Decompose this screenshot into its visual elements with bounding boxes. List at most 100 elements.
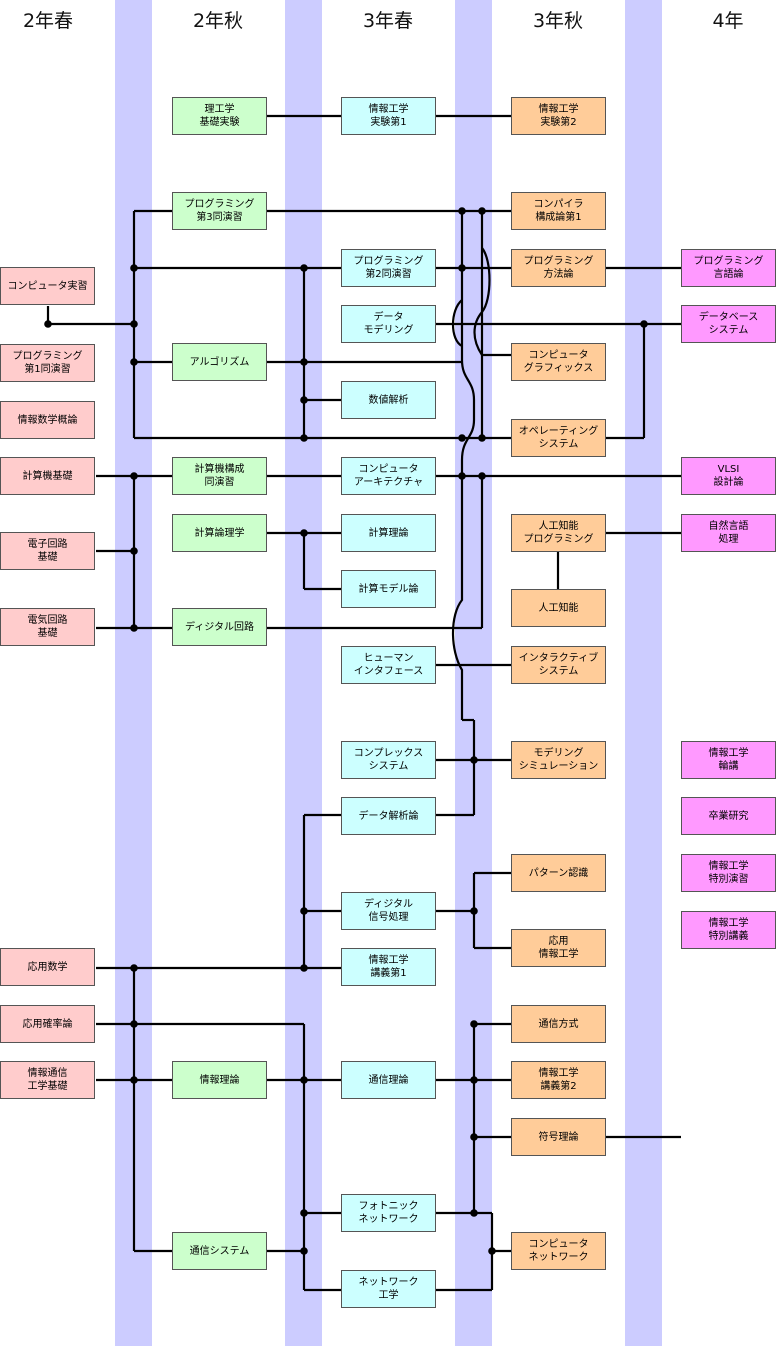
course-c4[interactable]: 数値解析 (341, 381, 436, 419)
course-g2[interactable]: プログラミング 第3同演習 (172, 192, 267, 230)
course-c8[interactable]: ヒューマン インタフェース (341, 646, 436, 684)
course-label: 電子回路 基礎 (27, 539, 68, 563)
course-c7[interactable]: 計算モデル論 (341, 570, 436, 608)
course-p6[interactable]: 電気回路 基礎 (0, 608, 95, 646)
course-p3[interactable]: 情報数学概論 (0, 401, 95, 439)
course-label: データ解析論 (358, 810, 419, 822)
course-p2[interactable]: プログラミング 第1同演習 (0, 344, 95, 382)
course-c1[interactable]: 情報工学 実験第1 (341, 97, 436, 135)
course-o13[interactable]: 情報工学 講義第2 (511, 1061, 606, 1099)
junction-dot-0 (44, 320, 52, 328)
course-label: 情報通信 工学基礎 (27, 1068, 68, 1092)
course-o5[interactable]: オペレーティング システム (511, 419, 606, 457)
junction-dot-14 (130, 472, 138, 480)
course-label: 通信方式 (538, 1018, 579, 1030)
course-p5[interactable]: 電子回路 基礎 (0, 532, 95, 570)
course-g5[interactable]: 計算論理学 (172, 514, 267, 552)
course-m7[interactable]: 情報工学 特別演習 (681, 854, 776, 892)
course-o10[interactable]: パターン認識 (511, 854, 606, 892)
connector-curve-3 (452, 460, 464, 700)
course-m2[interactable]: データベース システム (681, 305, 776, 343)
course-o7[interactable]: 人工知能 (511, 589, 606, 627)
course-g8[interactable]: 通信システム (172, 1232, 267, 1270)
course-label: 情報数学概論 (17, 414, 78, 426)
course-g3[interactable]: アルゴリズム (172, 343, 267, 381)
course-o3[interactable]: プログラミング 方法論 (511, 249, 606, 287)
course-c11[interactable]: ディジタル 信号処理 (341, 892, 436, 930)
course-c3[interactable]: データ モデリング (341, 305, 436, 343)
course-m4[interactable]: 自然言語 処理 (681, 514, 776, 552)
junction-dot-13 (640, 320, 648, 328)
course-label: ネットワーク 工学 (358, 1277, 419, 1301)
course-p4[interactable]: 計算機基礎 (0, 457, 95, 495)
course-m3[interactable]: VLSI 設計論 (681, 457, 776, 495)
course-label: データ モデリング (363, 312, 414, 336)
junction-dot-18 (478, 472, 486, 480)
course-c14[interactable]: フォトニック ネットワーク (341, 1194, 436, 1232)
course-c5[interactable]: コンピュータ アーキテクチャ (341, 457, 436, 495)
course-m1[interactable]: プログラミング 言語論 (681, 249, 776, 287)
course-o6[interactable]: 人工知能 プログラミング (511, 514, 606, 552)
course-label: コンピュータ実習 (7, 280, 88, 292)
course-o15[interactable]: コンピュータ ネットワーク (511, 1232, 606, 1270)
course-label: 符号理論 (538, 1131, 579, 1143)
course-o12[interactable]: 通信方式 (511, 1005, 606, 1043)
junction-dot-1 (130, 320, 138, 328)
course-label: 計算機基礎 (22, 470, 73, 482)
course-label: 計算機構成 同演習 (194, 464, 245, 488)
course-p1[interactable]: コンピュータ実習 (0, 267, 95, 305)
course-label: ディジタル回路 (184, 621, 255, 633)
junction-dot-34 (488, 1247, 496, 1255)
course-m6[interactable]: 卒業研究 (681, 797, 776, 835)
course-o4[interactable]: コンピュータ グラフィックス (511, 343, 606, 381)
course-label: 情報工学 特別講義 (708, 918, 749, 942)
course-g1[interactable]: 理工学 基礎実験 (172, 97, 267, 135)
course-label: 理工学 基礎実験 (199, 104, 240, 128)
course-label: ヒューマン インタフェース (353, 653, 424, 677)
course-label: 電気回路 基礎 (27, 615, 68, 639)
course-p8[interactable]: 応用確率論 (0, 1005, 95, 1043)
junction-dot-22 (470, 907, 478, 915)
course-o14[interactable]: 符号理論 (511, 1118, 606, 1156)
junction-dot-19 (300, 529, 308, 537)
junction-dot-11 (458, 434, 466, 442)
course-m8[interactable]: 情報工学 特別講義 (681, 911, 776, 949)
course-m5[interactable]: 情報工学 輪講 (681, 741, 776, 779)
junction-dot-33 (470, 1209, 478, 1217)
junction-dot-23 (300, 964, 308, 972)
course-label: コンプレックス システム (353, 748, 424, 772)
course-label: 数値解析 (368, 394, 409, 406)
course-c13[interactable]: 通信理論 (341, 1061, 436, 1099)
course-p7[interactable]: 応用数学 (0, 948, 95, 986)
course-label: パターン認識 (528, 867, 589, 879)
course-o11[interactable]: 応用 情報工学 (511, 929, 606, 967)
course-g6[interactable]: ディジタル回路 (172, 608, 267, 646)
course-o2[interactable]: コンパイラ 構成論第1 (511, 192, 606, 230)
course-g7[interactable]: 情報理論 (172, 1061, 267, 1099)
course-c10[interactable]: データ解析論 (341, 797, 436, 835)
course-label: コンピュータ ネットワーク (528, 1239, 589, 1263)
course-c15[interactable]: ネットワーク 工学 (341, 1270, 436, 1308)
course-c12[interactable]: 情報工学 講義第1 (341, 948, 436, 986)
course-c9[interactable]: コンプレックス システム (341, 741, 436, 779)
course-c2[interactable]: プログラミング 第2同演習 (341, 249, 436, 287)
course-label: プログラミング 第2同演習 (353, 256, 424, 280)
column-header-y3s: 3年春 (362, 10, 414, 32)
course-c6[interactable]: 計算理論 (341, 514, 436, 552)
course-g4[interactable]: 計算機構成 同演習 (172, 457, 267, 495)
course-o9[interactable]: モデリング シミュレーション (511, 741, 606, 779)
junction-dot-12 (478, 434, 486, 442)
course-label: 通信理論 (368, 1074, 409, 1086)
course-label: コンピュータ アーキテクチャ (353, 464, 424, 488)
course-p9[interactable]: 情報通信 工学基礎 (0, 1061, 95, 1099)
junction-dot-32 (300, 1247, 308, 1255)
course-label: データベース システム (698, 312, 759, 336)
course-o1[interactable]: 情報工学 実験第2 (511, 97, 606, 135)
junction-dot-21 (300, 907, 308, 915)
column-header-y2s: 2年春 (22, 10, 74, 32)
course-o8[interactable]: インタラクティブ システム (511, 646, 606, 684)
column-header-y2f: 2年秋 (192, 10, 244, 32)
course-label: 情報理論 (199, 1074, 240, 1086)
junction-dot-8 (458, 207, 466, 215)
